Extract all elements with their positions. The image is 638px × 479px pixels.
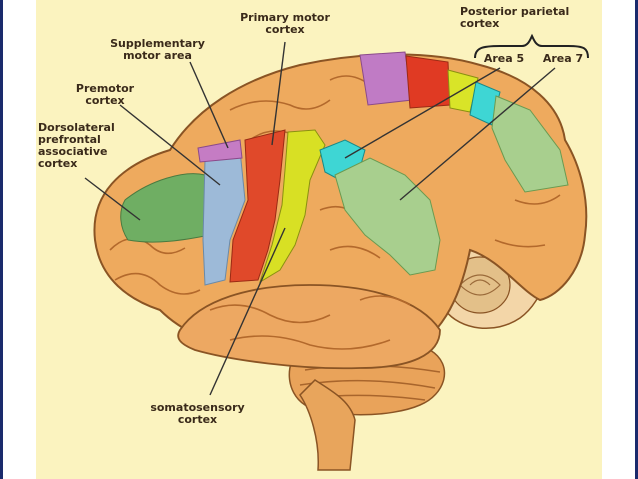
label-area7: Area 7 bbox=[542, 52, 584, 65]
slide-edge-right bbox=[635, 0, 638, 479]
label-posterior-parietal: Posterior parietal cortex bbox=[460, 5, 570, 30]
posterior-parietal-brace bbox=[474, 33, 589, 59]
region-somatosensory bbox=[259, 129, 326, 284]
pointer-area7 bbox=[399, 67, 556, 201]
pointer-premotor bbox=[119, 104, 221, 186]
slide-edge-left bbox=[0, 0, 3, 479]
pointer-area5 bbox=[344, 67, 501, 159]
region-area7-upper bbox=[491, 95, 569, 193]
label-supplementary: Supplementary motor area bbox=[110, 37, 205, 62]
region-area7 bbox=[334, 157, 441, 276]
label-primary-motor: Primary motor cortex bbox=[240, 11, 330, 36]
pointer-supplementary bbox=[189, 61, 229, 149]
region-primary-motor bbox=[229, 129, 286, 283]
pointer-dorsolateral bbox=[84, 177, 141, 221]
brainstem bbox=[299, 379, 356, 471]
label-somatosensory: somatosensory cortex bbox=[150, 401, 245, 426]
pointer-somatosensory bbox=[209, 227, 286, 396]
label-area5: Area 5 bbox=[483, 52, 525, 65]
region-parietal-yellow bbox=[447, 69, 479, 113]
region-dorsolateral bbox=[120, 173, 211, 243]
arbor-vitae-detail bbox=[459, 274, 501, 296]
region-parietal-purple bbox=[359, 51, 413, 106]
pointer-lines bbox=[84, 41, 556, 396]
label-dorsolateral: Dorsolateral prefrontal associative cort… bbox=[38, 121, 115, 170]
label-premotor: Premotor cortex bbox=[75, 82, 135, 107]
pointer-primary-motor bbox=[271, 41, 286, 146]
